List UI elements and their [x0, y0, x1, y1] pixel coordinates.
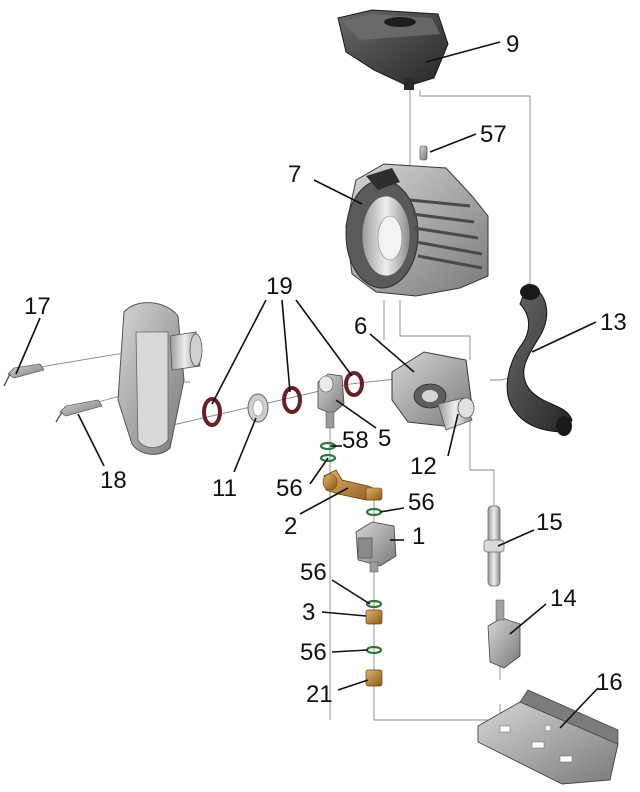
callout-56-c: 56 — [300, 559, 327, 586]
callout-19: 19 — [266, 273, 293, 300]
callout-13: 13 — [600, 309, 627, 336]
callout-15: 15 — [536, 509, 563, 536]
callout-6: 6 — [354, 313, 367, 340]
part-15-tube — [483, 505, 505, 587]
callout-11: 11 — [212, 475, 237, 502]
callout-2: 2 — [284, 513, 297, 540]
callout-9: 9 — [506, 31, 519, 58]
part-1-gas-valve — [355, 521, 397, 573]
part-3-fitting — [365, 609, 383, 625]
callout-58: 58 — [342, 427, 369, 454]
part-7-housing — [345, 163, 489, 297]
part-21-nut — [365, 669, 383, 687]
callout-14: 14 — [550, 585, 577, 612]
part-14-trap — [487, 599, 521, 669]
leader-lines — [15, 41, 599, 729]
part-16-bracket — [477, 689, 619, 785]
callout-56-b: 56 — [408, 489, 435, 516]
callout-57: 57 — [480, 121, 507, 148]
callout-16: 16 — [596, 669, 623, 696]
part-12-outlet — [437, 397, 475, 431]
part-19-gaskets — [202, 371, 364, 427]
part-13-hose — [506, 283, 573, 436]
part-57-screw — [419, 145, 428, 161]
burner-door-plate — [117, 302, 203, 455]
callout-21: 21 — [306, 681, 333, 708]
callout-18: 18 — [100, 467, 127, 494]
part-17-electrode — [3, 363, 45, 387]
callout-3: 3 — [302, 599, 315, 626]
callout-7: 7 — [288, 161, 301, 188]
callout-5: 5 — [378, 425, 391, 452]
part-5-flange — [317, 373, 345, 429]
callout-17: 17 — [24, 293, 51, 320]
callout-56-d: 56 — [300, 639, 327, 666]
part-11-washer — [247, 393, 269, 423]
part-2-gas-pipe — [322, 469, 383, 501]
part-9-cover — [337, 9, 449, 90]
callout-1: 1 — [412, 523, 425, 550]
callout-labels: 9 57 7 13 17 19 6 18 5 12 11 58 56 2 56 … — [24, 31, 627, 708]
part-18-electrode — [55, 399, 103, 423]
callout-56-a: 56 — [276, 475, 303, 502]
callout-12: 12 — [410, 453, 437, 480]
